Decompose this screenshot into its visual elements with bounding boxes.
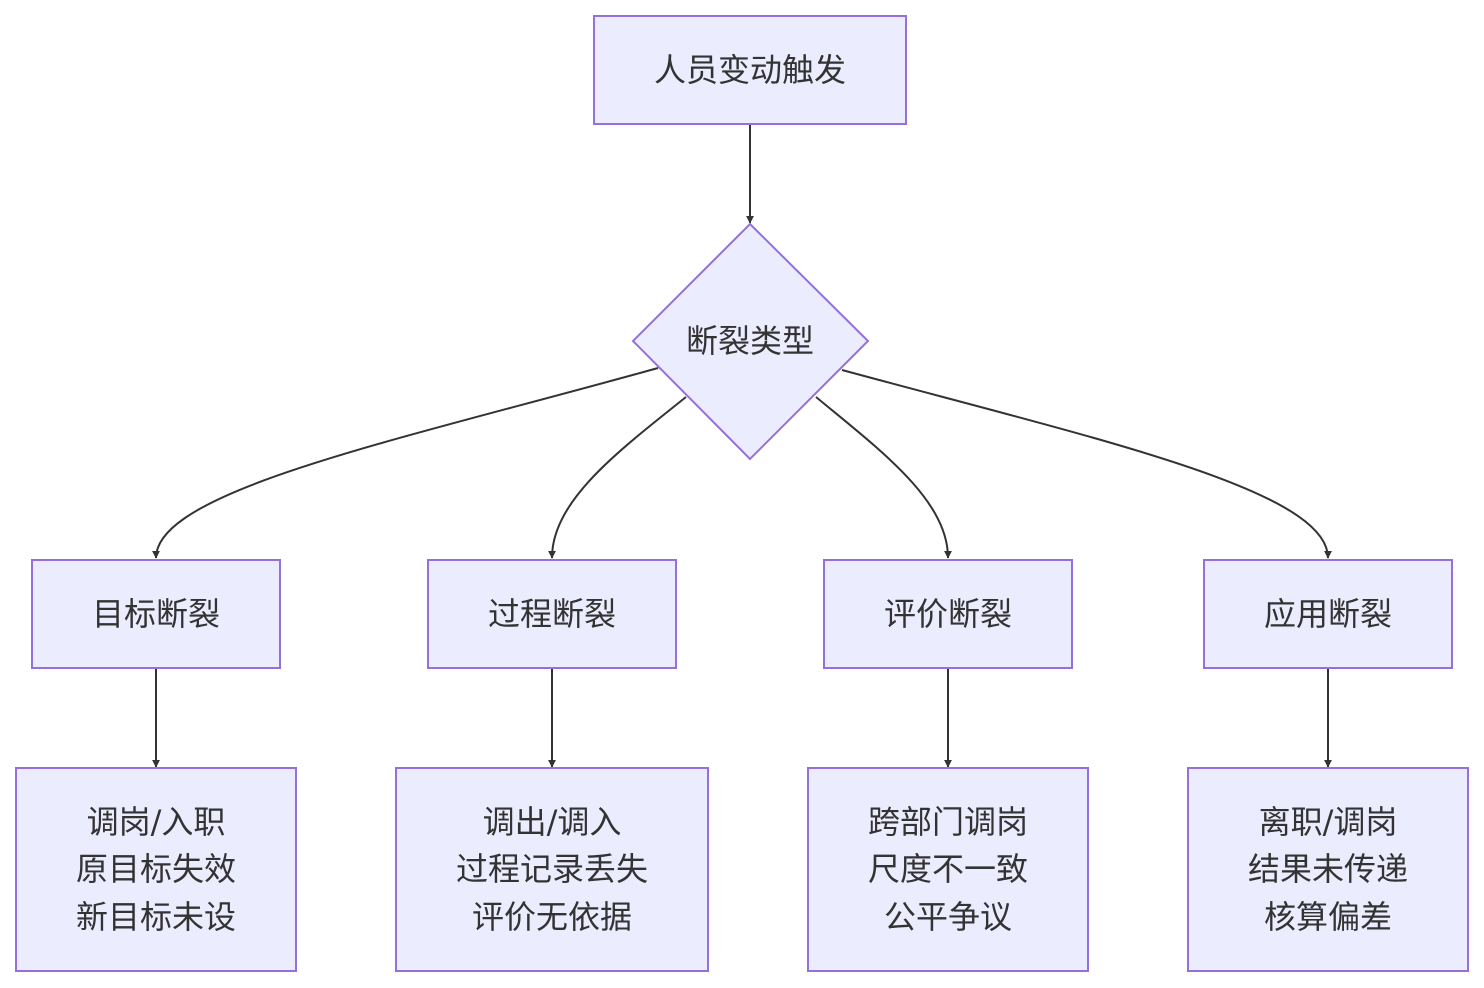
trigger-label: 人员变动触发 (654, 51, 846, 89)
detail-line: 评价无依据 (472, 898, 632, 936)
detail-line: 核算偏差 (1264, 898, 1392, 936)
detail-line: 跨部门调岗 (868, 803, 1028, 841)
edge-decision-to-branch-4 (841, 369, 1332, 559)
branch-label: 评价断裂 (884, 595, 1012, 633)
detail-node-evaluation: 跨部门调岗 尺度不一致 公平争议 (807, 767, 1089, 972)
trigger-node: 人员变动触发 (593, 15, 907, 125)
branch-node-target: 目标断裂 (31, 559, 281, 669)
detail-node-process: 调出/调入 过程记录丢失 评价无依据 (395, 767, 709, 972)
detail-line: 公平争议 (884, 898, 1012, 936)
detail-line: 离职/调岗 (1259, 803, 1398, 841)
branch-node-application: 应用断裂 (1203, 559, 1453, 669)
detail-node-target: 调岗/入职 原目标失效 新目标未设 (15, 767, 297, 972)
decision-label: 断裂类型 (686, 322, 814, 360)
detail-line: 新目标未设 (76, 898, 236, 936)
branch-label: 目标断裂 (92, 595, 220, 633)
detail-line: 调出/调入 (483, 803, 622, 841)
branch-label: 过程断裂 (488, 595, 616, 633)
detail-line: 原目标失效 (76, 850, 236, 888)
branch-label: 应用断裂 (1264, 595, 1392, 633)
detail-line: 结果未传递 (1248, 850, 1408, 888)
detail-line: 调岗/入职 (87, 803, 226, 841)
detail-node-application: 离职/调岗 结果未传递 核算偏差 (1187, 767, 1469, 972)
detail-line: 过程记录丢失 (456, 850, 648, 888)
detail-line: 尺度不一致 (868, 850, 1028, 888)
decision-node: 断裂类型 (631, 222, 870, 461)
branch-node-evaluation: 评价断裂 (823, 559, 1073, 669)
edge-decision-to-branch-1 (152, 367, 659, 559)
edges (152, 125, 1332, 768)
edge-decision-to-branch-3 (815, 396, 952, 559)
edge-decision-to-branch-2 (548, 396, 687, 559)
branch-node-process: 过程断裂 (427, 559, 677, 669)
